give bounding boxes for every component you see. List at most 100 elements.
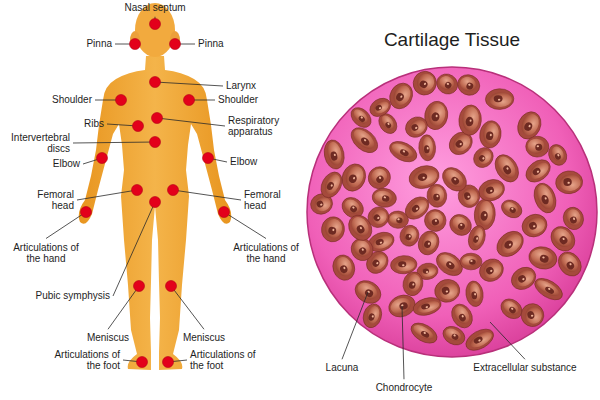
nucleus [473,335,484,345]
part-label: Articulations of the foot [48,349,120,372]
leader-line [224,212,266,239]
cell-body [334,255,355,278]
lacuna-wall [415,228,443,258]
chondrocyte [322,138,347,171]
chondrocyte [415,228,443,258]
chondrocyte [371,187,398,209]
chondrocyte [446,210,476,239]
nucleus-highlight [435,219,438,222]
nucleus-highlight [468,83,471,86]
leader-line [342,292,368,359]
nucleus-highlight [533,225,536,228]
chondrocyte [554,247,586,280]
cell-body [534,183,556,211]
lacuna-wall [440,323,468,349]
cell-body [411,322,436,342]
lacuna-wall [409,67,440,99]
cell-body [368,165,391,188]
lacuna-wall [470,144,498,172]
nucleus [396,217,403,223]
nucleus-highlight [332,229,334,232]
nucleus [523,121,534,132]
nucleus-highlight [422,176,425,179]
nucleus-highlight [320,203,323,206]
nucleus [339,264,348,274]
chondrocyte [498,197,525,222]
cell-body [524,215,548,237]
chondrocyte [320,215,347,243]
nucleus-highlight [371,315,374,318]
lacuna-wall [519,211,551,241]
nucleus-highlight [361,248,364,251]
nucleus-highlight [490,269,493,272]
cell-body [388,295,413,316]
leader-line [490,322,525,359]
cell-body [436,251,462,275]
part-label: Pinna [198,38,224,50]
cell-body [369,207,390,228]
nucleus-highlight [490,134,492,137]
cartilage-dot [150,197,161,208]
cell-body [529,247,554,267]
part-label: Articulations of the foot [190,349,262,372]
lacuna-wall [507,263,540,294]
chondrocyte [507,263,540,294]
nucleus [539,254,549,263]
chondrocyte [386,137,420,166]
nucleus [472,235,479,244]
nucleus [399,148,410,157]
lacuna-wall [485,88,514,109]
cell-body [482,122,500,146]
cell-body [468,329,495,351]
nucleus-highlight [573,217,576,220]
cell-body [402,226,418,244]
chondrocyte [555,170,584,195]
nucleus [359,136,371,147]
lacuna-wall [522,155,555,186]
nucleus-highlight [460,223,463,226]
nucleus [375,174,385,184]
nucleus-highlight [402,264,405,266]
lacuna-wall [464,280,484,308]
nucleus-highlight [470,260,472,262]
part-label: Respiratory apparatus [228,115,300,138]
chondrocyte [338,160,370,194]
nucleus [444,81,453,90]
cartilage-dot [137,357,148,368]
nucleus [316,200,325,209]
cell-body [407,117,428,137]
cartilage-dot [116,95,127,106]
chondrocyte [518,301,546,330]
nucleus [433,193,440,201]
nucleus-highlight [427,147,429,150]
nucleus [540,194,550,206]
body-outline [79,56,231,370]
nucleus [375,238,385,247]
part-label: Meniscus [87,332,129,344]
nucleus-highlight [435,115,437,118]
chondrocyte [531,274,566,304]
cell-body [406,196,430,219]
cartilage-dot [132,185,143,196]
nucleus-highlight [569,263,572,266]
chondrocyte [433,70,461,98]
cartilage-dot [152,113,163,124]
leader-line [77,190,137,200]
nucleus-highlight [343,266,346,269]
nucleus [431,218,440,227]
cell-body [518,111,542,138]
cartilage-dot [163,357,174,368]
chondrocyte [478,119,503,149]
cartilage-tissue-circle [307,67,597,357]
lacuna-wall [490,150,523,186]
cell-body [494,153,519,181]
part-label: Nasal septum [124,2,185,14]
lacuna-wall [555,170,584,195]
part-label: Pubic symphysis [36,290,110,302]
cell-body [326,141,344,167]
nucleus-highlight [352,206,355,209]
nucleus [358,246,368,256]
chondrocyte [464,280,484,308]
nucleus-highlight [415,207,418,210]
chondrocyte [460,253,482,270]
